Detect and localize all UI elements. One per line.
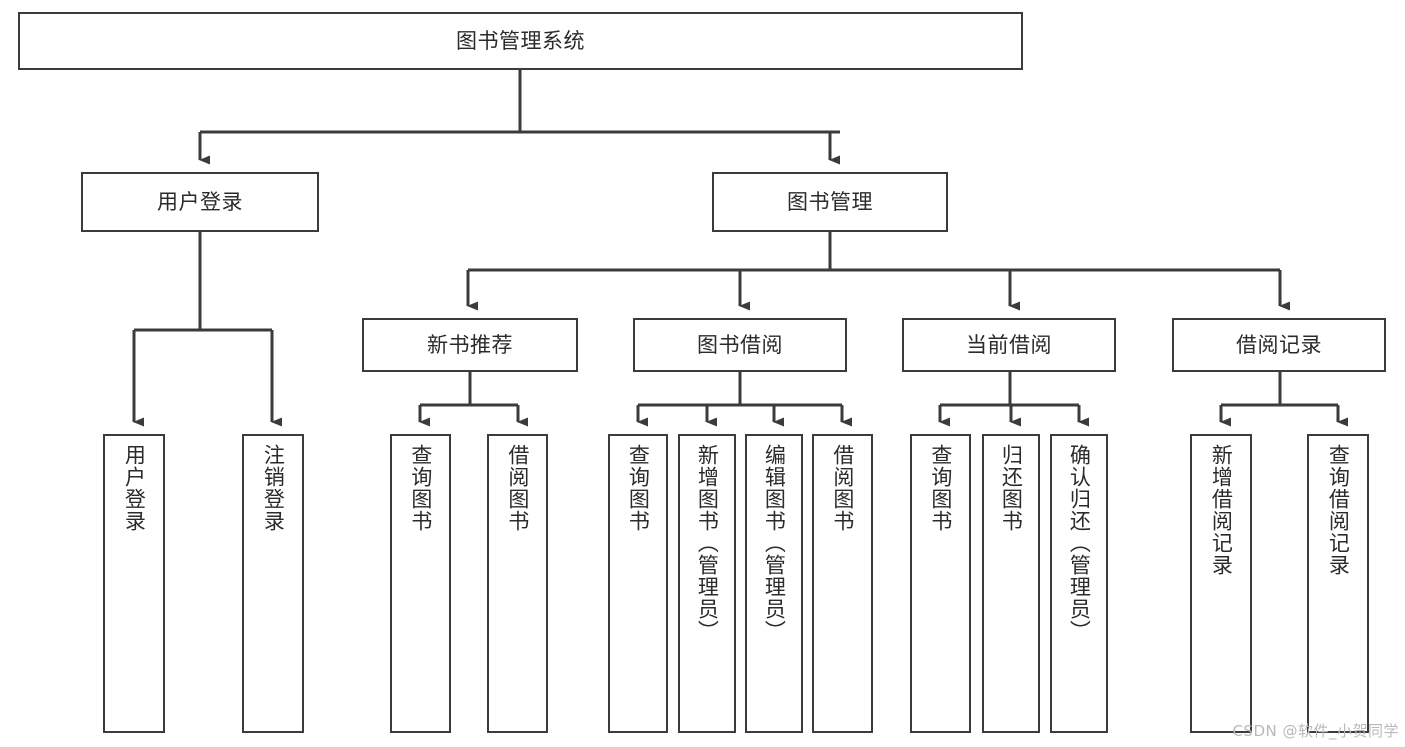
node-label: 确认归还（管理员） [1067, 444, 1092, 642]
node-label: 图书管理 [787, 189, 873, 214]
node-borrow-record[interactable]: 借阅记录 [1172, 318, 1386, 372]
node-label: 查询图书 [626, 444, 651, 532]
node-book-management[interactable]: 图书管理 [712, 172, 948, 232]
leaf-query-book-current[interactable]: 查询图书 [910, 434, 971, 733]
leaf-return-book[interactable]: 归还图书 [982, 434, 1040, 733]
node-label: 新增图书（管理员） [695, 444, 720, 642]
node-label: 查询图书 [408, 444, 433, 532]
node-label: 注销登录 [261, 444, 286, 532]
node-label: 借阅图书 [505, 444, 530, 532]
node-label: 借阅图书 [830, 444, 855, 532]
node-label: 当前借阅 [966, 332, 1052, 357]
leaf-logout-login[interactable]: 注销登录 [242, 434, 304, 733]
node-label: 编辑图书（管理员） [762, 444, 787, 642]
node-label: 新书推荐 [427, 332, 513, 357]
leaf-query-book-borrow[interactable]: 查询图书 [608, 434, 668, 733]
leaf-edit-book-admin[interactable]: 编辑图书（管理员） [745, 434, 803, 733]
watermark-text: CSDN @软件_小贺同学 [1232, 722, 1399, 740]
node-label: 图书管理系统 [456, 28, 585, 53]
node-label: 查询图书 [928, 444, 953, 532]
node-book-borrow[interactable]: 图书借阅 [633, 318, 847, 372]
leaf-user-login[interactable]: 用户登录 [103, 434, 165, 733]
node-new-book-recommend[interactable]: 新书推荐 [362, 318, 578, 372]
leaf-borrow-book[interactable]: 借阅图书 [812, 434, 873, 733]
node-user-login[interactable]: 用户登录 [81, 172, 319, 232]
node-root-system[interactable]: 图书管理系统 [18, 12, 1023, 70]
node-label: 归还图书 [999, 444, 1024, 532]
leaf-borrow-book-recommend[interactable]: 借阅图书 [487, 434, 548, 733]
leaf-confirm-return-admin[interactable]: 确认归还（管理员） [1050, 434, 1108, 733]
node-label: 借阅记录 [1236, 332, 1322, 357]
node-label: 图书借阅 [697, 332, 783, 357]
leaf-add-book-admin[interactable]: 新增图书（管理员） [678, 434, 736, 733]
node-label: 查询借阅记录 [1326, 444, 1351, 576]
node-label: 用户登录 [122, 444, 147, 532]
leaf-query-book-recommend[interactable]: 查询图书 [390, 434, 451, 733]
node-label: 新增借阅记录 [1209, 444, 1234, 576]
leaf-add-borrow-record[interactable]: 新增借阅记录 [1190, 434, 1252, 733]
node-current-borrow[interactable]: 当前借阅 [902, 318, 1116, 372]
node-label: 用户登录 [157, 189, 243, 214]
leaf-query-borrow-record[interactable]: 查询借阅记录 [1307, 434, 1369, 733]
